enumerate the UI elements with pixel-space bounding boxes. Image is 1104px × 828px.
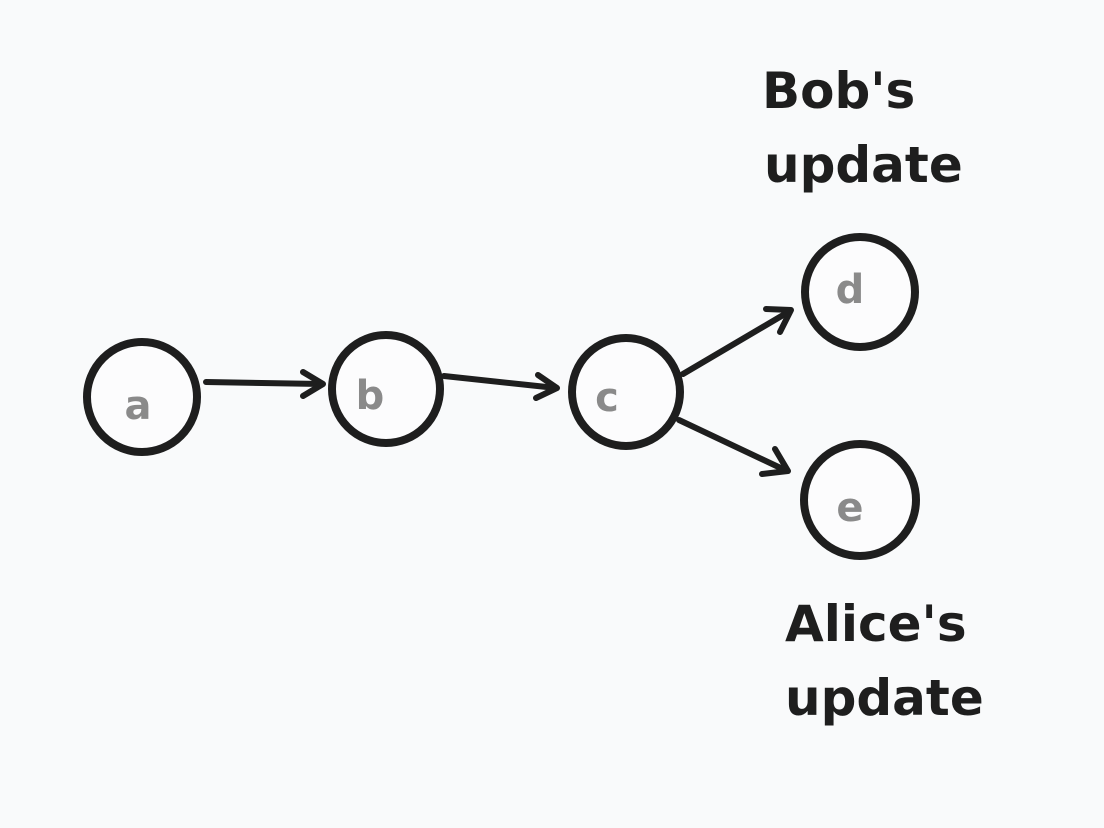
node-b-label: b xyxy=(356,373,385,419)
node-c-label: c xyxy=(595,375,619,421)
edge-c-d xyxy=(680,306,794,377)
bob-annotation-line1: Bob's xyxy=(762,62,915,120)
node-d-label: d xyxy=(836,267,865,313)
node-b: b xyxy=(328,331,444,447)
node-d: d xyxy=(801,233,919,351)
edge-c-e xyxy=(676,417,791,477)
node-e-label: e xyxy=(836,485,863,531)
alice-annotation-line2: update xyxy=(785,669,984,727)
node-e: e xyxy=(800,440,920,560)
edge-a-b xyxy=(203,369,326,399)
node-a-label: a xyxy=(125,383,152,429)
node-a: a xyxy=(83,338,201,456)
bob-annotation-line2: update xyxy=(764,136,963,194)
alice-update-annotation: Alice's update xyxy=(785,595,984,727)
alice-annotation-line1: Alice's xyxy=(785,595,967,653)
node-c: c xyxy=(568,334,684,450)
bob-update-annotation: Bob's update xyxy=(762,62,963,194)
edge-b-c xyxy=(441,372,560,401)
